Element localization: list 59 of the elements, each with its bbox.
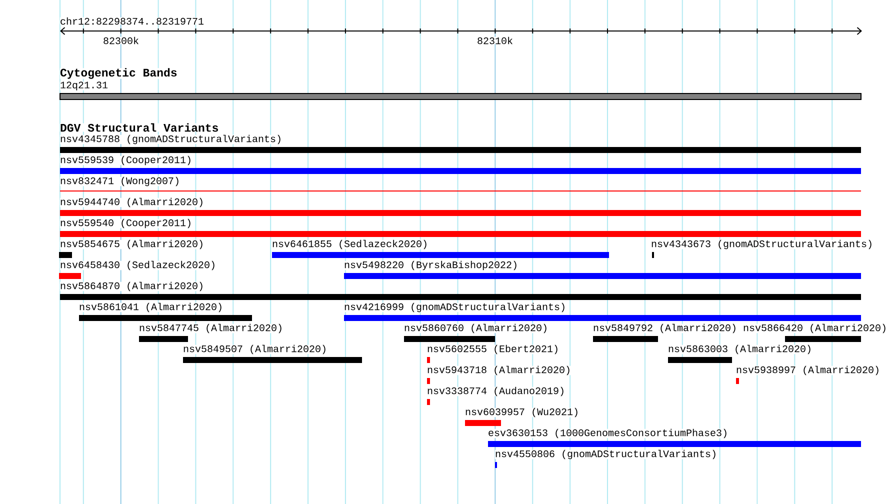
node-label: nsv4550806 (gnomADStructuralVariants)	[496, 450, 716, 460]
variant-bar: nsv5847745 (Almarri2020)	[139, 324, 284, 342]
node-label: nsv5943718 (Almarri2020)	[428, 366, 570, 376]
node-label: nsv6039957 (Wu2021)	[466, 408, 578, 418]
variant-bar: nsv4345788 (gnomADStructuralVariants)	[60, 134, 861, 153]
variant-bar: nsv5860760 (Almarri2020)	[404, 324, 548, 342]
variant-bar: nsv5498220 (ByrskaBishop2022)	[344, 260, 861, 279]
node-label: nsv5864870 (Almarri2020)	[60, 282, 202, 292]
variant-bar: nsv5943718 (Almarri2020)	[427, 366, 572, 384]
variant-bar: nsv4550806 (gnomADStructuralVariants)	[495, 450, 718, 468]
variant-bar: nsv4216999 (gnomADStructuralVariants)	[344, 302, 861, 321]
variant-bar: nsv5849507 (Almarri2020)	[183, 344, 362, 363]
variant-bar: nsv6461855 (Sedlazeck2020)	[272, 240, 609, 258]
node-label: nsv559540 (Cooper2011)	[60, 218, 190, 228]
node-label: 12q21.31	[60, 82, 108, 90]
variant-bar: esv3630153 (1000GenomesConsortiumPhase3)	[488, 428, 861, 447]
node-label: nsv5860760 (Almarri2020)	[404, 324, 546, 334]
node-label: nsv5602555 (Ebert2021)	[428, 344, 558, 354]
coordinate-range: chr12:82298374..82319771	[60, 17, 204, 25]
node-label: nsv5944740 (Almarri2020)	[60, 198, 202, 208]
track-title: DGV Structural Variants	[60, 123, 219, 132]
node-label: nsv3338774 (Audano2019)	[428, 386, 564, 396]
node-label: nsv4343673 (gnomADStructuralVariants)	[652, 240, 872, 250]
variant-bar: nsv5938997 (Almarri2020)	[736, 366, 880, 384]
variant-bar: nsv6458430 (Sedlazeck2020)	[59, 260, 216, 279]
node-label: nsv5861041 (Almarri2020)	[80, 302, 222, 312]
node-label: esv3630153 (1000GenomesConsortiumPhase3)	[488, 428, 726, 438]
variant-bar: nsv5602555 (Ebert2021)	[427, 344, 560, 363]
node-label: nsv5849792 (Almarri2020)	[594, 324, 736, 334]
node-label: nsv5938997 (Almarri2020)	[736, 366, 878, 376]
variant-bar: nsv5861041 (Almarri2020)	[79, 302, 252, 321]
node-label: nsv5849507 (Almarri2020)	[184, 344, 326, 354]
node-label: nsv5854675 (Almarri2020)	[60, 240, 202, 250]
variant-bar: nsv559540 (Cooper2011)	[60, 218, 861, 237]
node-label: nsv5866420 (Almarri2020)	[744, 324, 886, 334]
variant-bar: nsv5866420 (Almarri2020)	[743, 324, 888, 342]
node-label: nsv559539 (Cooper2011)	[60, 156, 190, 166]
tick-label: 82300k	[103, 36, 139, 44]
node-label: nsv5847745 (Almarri2020)	[140, 324, 282, 334]
node-label: nsv4345788 (gnomADStructuralVariants)	[60, 134, 280, 144]
node-label: nsv6461855 (Sedlazeck2020)	[272, 240, 426, 250]
cytoband-bar: Cytogenetic Bands 12q21.31	[60, 68, 862, 100]
variant-bar: nsv5849792 (Almarri2020)	[593, 324, 738, 342]
node-label: nsv5498220 (ByrskaBishop2022)	[344, 260, 516, 270]
tick-label: 82310k	[477, 36, 513, 44]
variant-bar: nsv5854675 (Almarri2020)	[59, 240, 204, 258]
node-label: Cytogenetic Bands	[60, 68, 177, 79]
variant-bar: nsv5944740 (Almarri2020)	[60, 198, 861, 216]
node-label: nsv5863003 (Almarri2020)	[668, 344, 810, 354]
variant-bar: nsv559539 (Cooper2011)	[60, 156, 861, 174]
node-label: nsv832471 (Wong2007)	[60, 176, 178, 186]
node-label: nsv6458430 (Sedlazeck2020)	[60, 260, 214, 270]
variant-bar: nsv832471 (Wong2007)	[60, 176, 861, 192]
node-label: nsv4216999 (gnomADStructuralVariants)	[344, 302, 564, 312]
variant-bar: nsv6039957 (Wu2021)	[465, 408, 580, 426]
variant-bar: nsv5863003 (Almarri2020)	[668, 344, 812, 363]
variant-bar: nsv4343673 (gnomADStructuralVariants)	[651, 240, 874, 258]
variant-bar: nsv5864870 (Almarri2020)	[60, 282, 861, 300]
variant-bar: nsv3338774 (Audano2019)	[427, 386, 566, 405]
